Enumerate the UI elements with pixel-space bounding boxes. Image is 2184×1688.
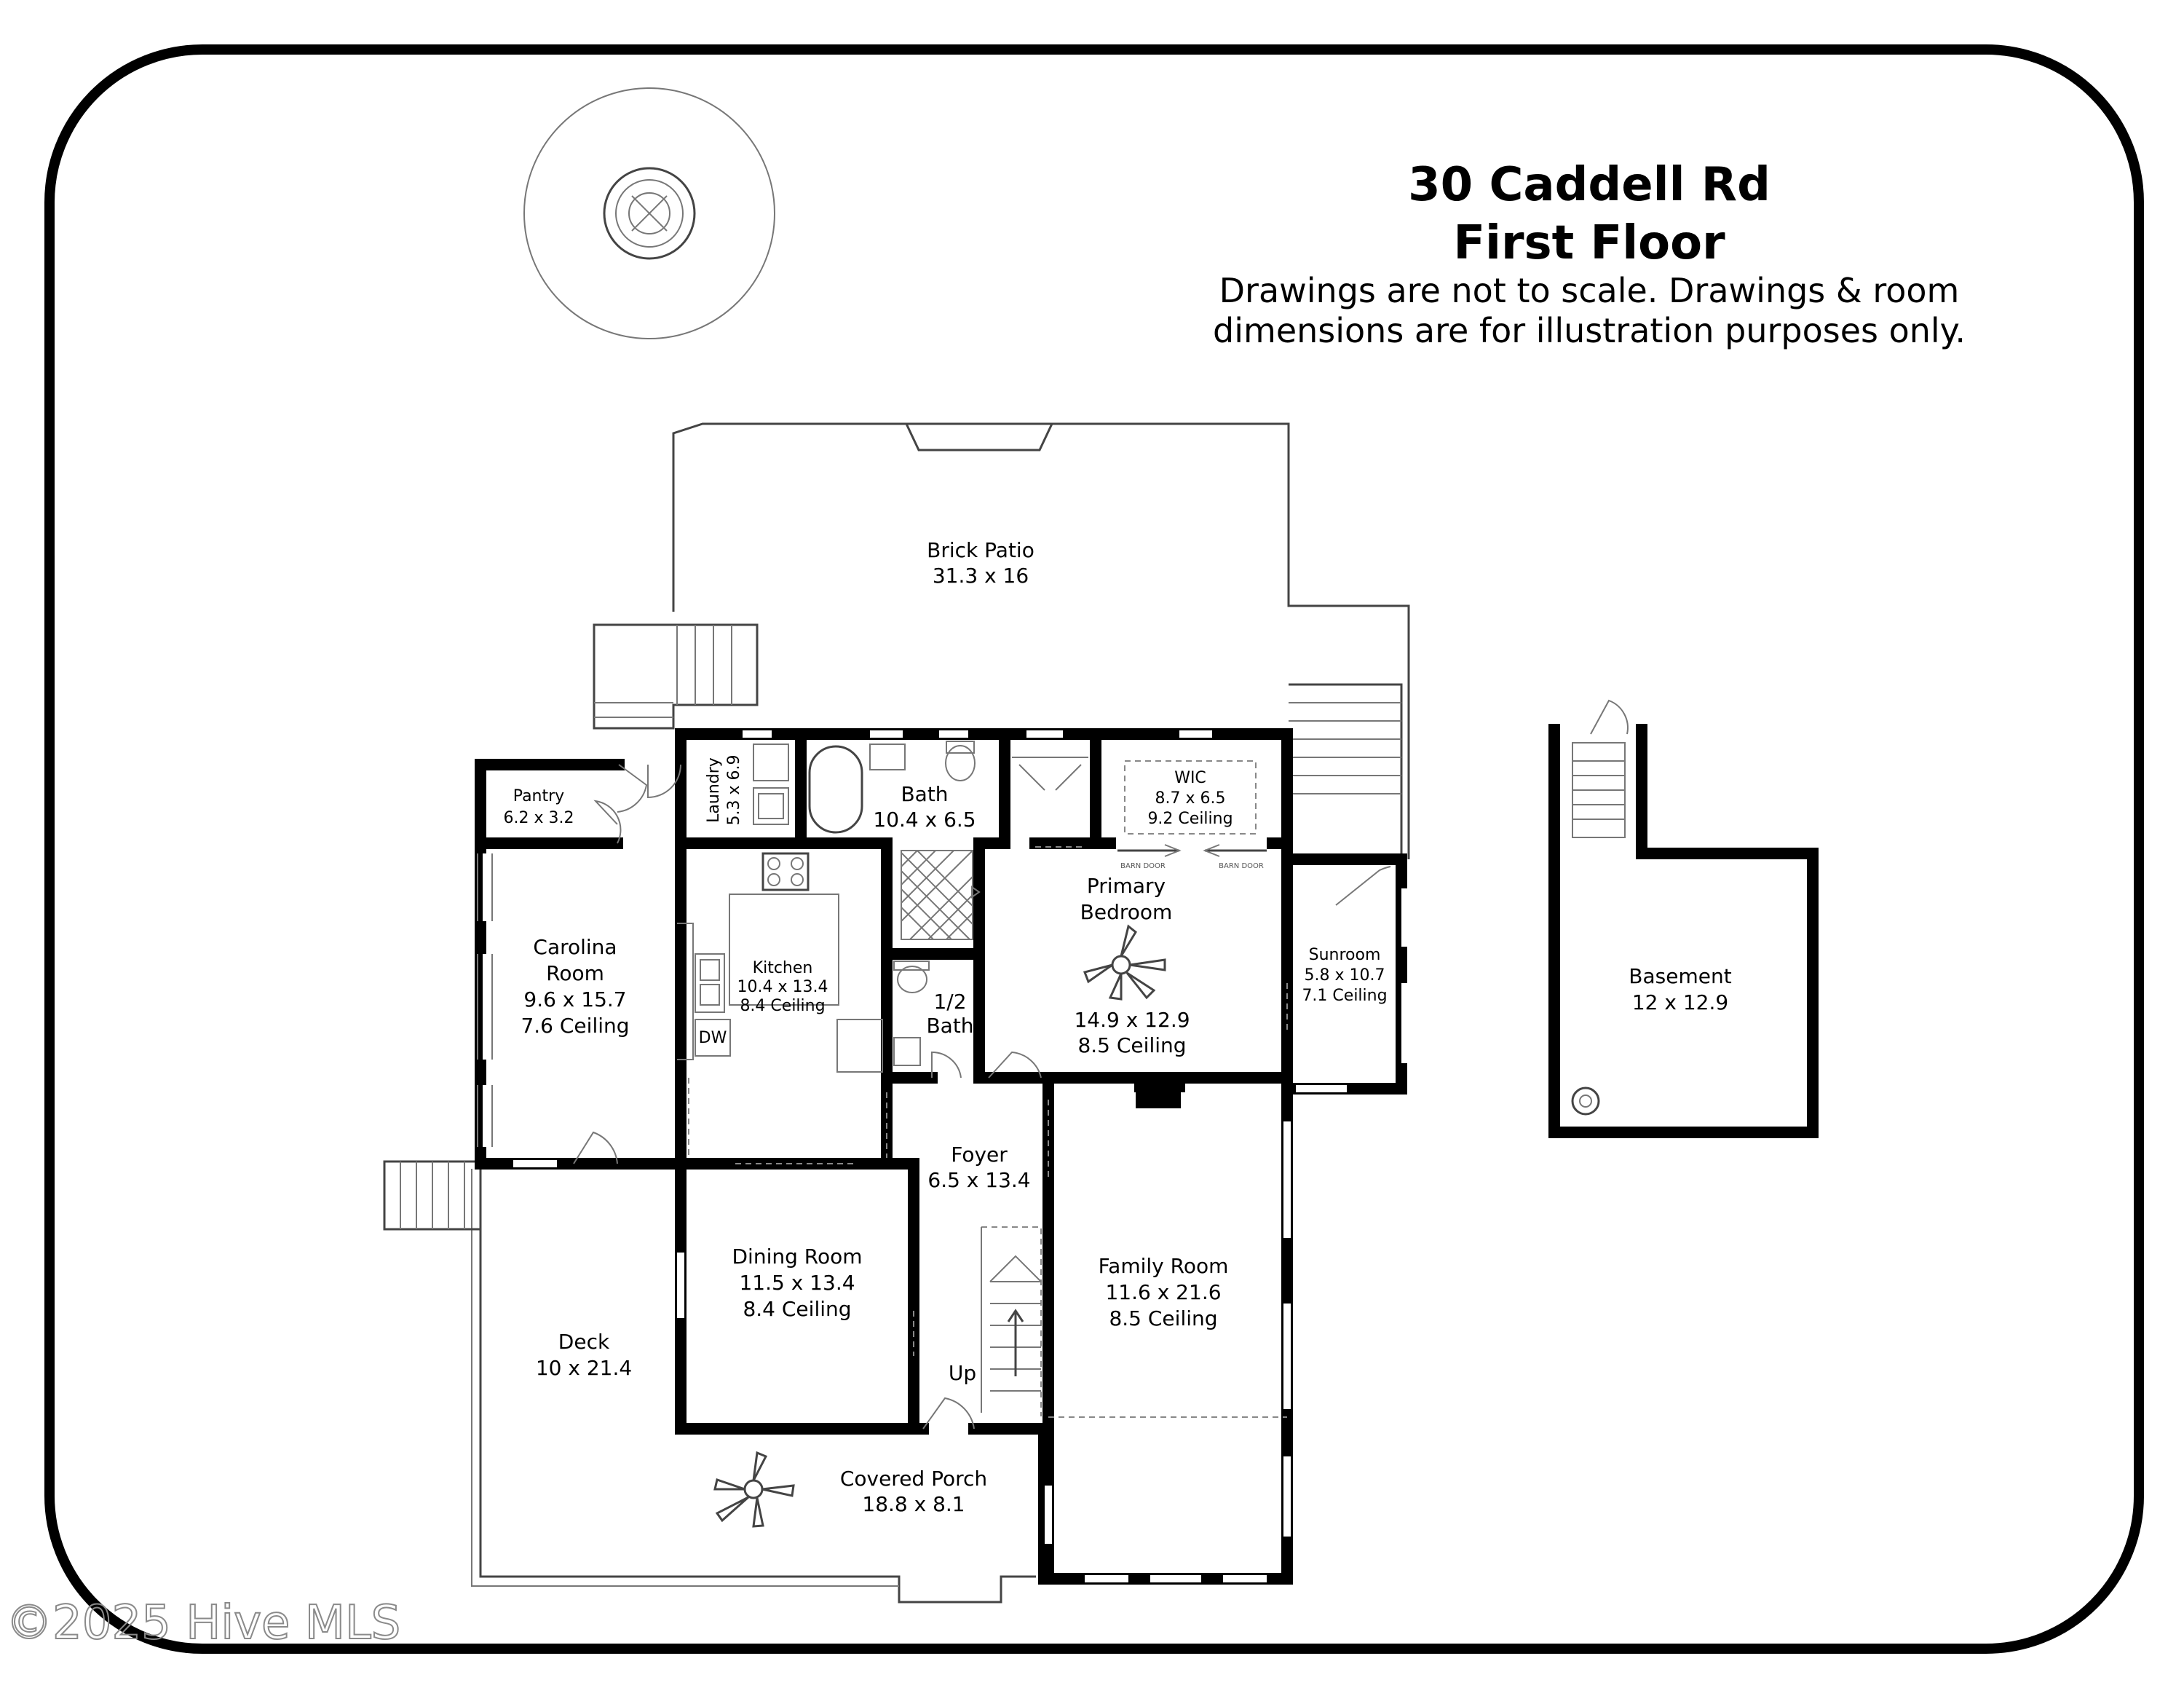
hall-closet (1012, 757, 1088, 791)
wic-dims: 8.7 x 6.5 (1155, 789, 1226, 808)
dining-room-dims: 11.5 x 13.4 (739, 1271, 855, 1295)
porch-fan-icon (713, 1451, 795, 1528)
carolina-room-name-1: Carolina (533, 935, 617, 959)
foyer-dims: 6.5 x 13.4 (927, 1168, 1030, 1192)
family-room-dims: 11.6 x 21.6 (1105, 1280, 1221, 1304)
primary-bedroom-ceiling: 8.5 Ceiling (1077, 1033, 1186, 1057)
primary-bedroom-name-2: Bedroom (1080, 900, 1173, 924)
floor-title: First Floor (1453, 216, 1725, 270)
brick-patio-dims: 31.3 x 16 (933, 564, 1029, 588)
dashed-openings (688, 846, 1288, 1418)
patio-step-notch (905, 423, 1053, 451)
wic-shelving (1124, 760, 1257, 835)
covered-porch-name: Covered Porch (840, 1467, 987, 1491)
wic-name: WIC (1174, 769, 1206, 787)
deck-stairs (383, 1160, 482, 1231)
exterior-walls (475, 728, 1407, 1585)
primary-bedroom-dims: 14.9 x 12.9 (1074, 1008, 1190, 1032)
sunroom-dims: 5.8 x 10.7 (1305, 966, 1385, 985)
kitchen-name: Kitchen (753, 959, 813, 977)
pantry-dims: 6.2 x 3.2 (504, 809, 574, 827)
kitchen-fixtures (677, 852, 883, 1073)
carolina-room-dims: 9.6 x 15.7 (523, 987, 626, 1011)
sunroom-name: Sunroom (1309, 946, 1381, 964)
family-room-name: Family Room (1099, 1254, 1229, 1278)
bath-name: Bath (901, 782, 948, 806)
half-bath-name-1: 1/2 (933, 990, 966, 1014)
brick-patio-name: Brick Patio (927, 538, 1034, 562)
brick-patio-outline (672, 422, 1410, 859)
outer-frame (44, 44, 2144, 1654)
deck-dims: 10 x 21.4 (536, 1356, 632, 1380)
foyer-stairs (981, 1226, 1042, 1416)
carolina-room-ceiling: 7.6 Ceiling (521, 1014, 629, 1038)
primary-bedroom-name-1: Primary (1087, 874, 1166, 898)
barn-door-label-left: BARN DOOR (1120, 862, 1166, 870)
watermark: ©2025 Hive MLS (6, 1596, 400, 1650)
wic-ceiling: 9.2 Ceiling (1147, 810, 1233, 828)
address-title: 30 Caddell Rd (1408, 158, 1770, 212)
fire-pit (523, 87, 775, 339)
door-swings (573, 699, 1629, 1429)
laundry-appliances (753, 744, 789, 825)
deck-name: Deck (558, 1330, 610, 1354)
sunroom-ceiling: 7.1 Ceiling (1302, 987, 1387, 1005)
laundry-dims: 5.3 x 6.9 (725, 755, 743, 826)
basement-name: Basement (1629, 964, 1731, 988)
shower (901, 850, 981, 940)
patio-stairs-left (593, 623, 759, 730)
stairs-up-label: Up (949, 1361, 976, 1385)
ceiling-fan-icon (1083, 924, 1166, 1001)
barn-door-label-right: BARN DOOR (1219, 862, 1264, 870)
family-room-ceiling: 8.5 Ceiling (1109, 1306, 1217, 1330)
interior-walls (678, 728, 1293, 1585)
kitchen-ceiling: 8.4 Ceiling (740, 997, 825, 1015)
dishwasher-label: DW (699, 1029, 727, 1047)
fireplace (1136, 1086, 1181, 1108)
barn-doors (1117, 844, 1267, 857)
dining-room-name: Dining Room (732, 1245, 862, 1269)
half-bath-name-2: Bath (926, 1014, 973, 1038)
half-bath-fixtures (893, 961, 930, 1066)
basement-walls (1548, 724, 1819, 1138)
dining-room-ceiling: 8.4 Ceiling (743, 1297, 851, 1321)
bath-dims: 10.4 x 6.5 (873, 808, 976, 832)
covered-porch-dims: 18.8 x 8.1 (862, 1492, 965, 1516)
basement-dims: 12 x 12.9 (1632, 990, 1728, 1014)
foyer-name: Foyer (951, 1143, 1008, 1167)
pantry-name: Pantry (513, 787, 564, 805)
windows (477, 730, 1409, 1582)
kitchen-dims: 10.4 x 13.4 (737, 978, 828, 996)
carolina-room-name-2: Room (546, 961, 604, 985)
disclaimer-line1: Drawings are not to scale. Drawings & ro… (1219, 271, 1960, 310)
bath-fixtures (808, 741, 976, 834)
deck-outline (471, 1169, 1036, 1604)
patio-stairs-right (1289, 683, 1403, 861)
laundry-name: Laundry (705, 757, 723, 823)
disclaimer-line2: dimensions are for illustration purposes… (1213, 311, 1966, 350)
